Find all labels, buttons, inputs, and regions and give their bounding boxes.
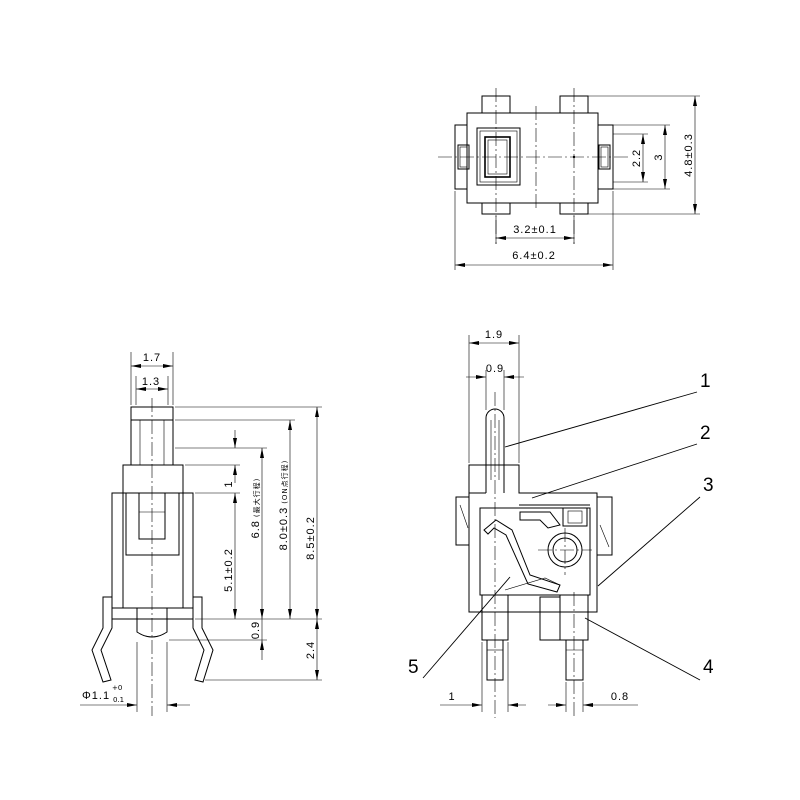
- front-tab-right-detail: [599, 524, 610, 548]
- front-tab-left: [455, 496, 469, 546]
- callout-leader-4: [584, 617, 701, 681]
- side-dim-1-label: 1: [223, 480, 235, 487]
- callout-4: 4: [703, 657, 714, 678]
- front-dim-1-label: 1: [448, 691, 455, 703]
- front-tab-right: [597, 496, 613, 556]
- top-actuator-housing-inner: [479, 130, 518, 183]
- front-dim-0-9-label: 0.9: [486, 363, 504, 375]
- front-terminal-right-lower: [565, 639, 584, 681]
- callout-leader-3: [597, 496, 701, 587]
- front-tab-left-detail: [459, 504, 469, 529]
- callout-leader-2: [531, 443, 698, 499]
- callout-leader-1: [504, 391, 698, 448]
- top-actuator-housing: [476, 127, 521, 186]
- side-pin-tolerance-lower: 0.1: [113, 696, 124, 704]
- side-dim-5-1-label: 5.1±0.2: [223, 548, 235, 592]
- side-view: 1.7 1.3 1 5.1±0.2 6.8 (最大行程) 8.0±0.3 (ON点行…: [80, 352, 322, 716]
- side-dim-8-5-label: 8.5±0.2: [305, 516, 317, 560]
- top-dim-3-2-label: 3.2±0.1: [513, 224, 557, 236]
- side-lead-left: [91, 596, 113, 683]
- side-dim-1-3-label: 1.3: [142, 376, 160, 388]
- side-dim-0-9-label: 0.9: [250, 621, 262, 639]
- front-body-outline: [468, 464, 598, 613]
- front-contact-spring: [504, 577, 561, 591]
- front-inner-cavity: [479, 507, 591, 596]
- front-stopper: [562, 507, 588, 527]
- side-dim-2-4-label: 2.4: [305, 641, 317, 659]
- callout-3: 3: [703, 475, 714, 496]
- side-dim-6-8-note: (最大行程): [252, 478, 261, 517]
- front-leaf-spring: [483, 519, 561, 593]
- side-pin-diameter-label: Φ1.1: [82, 690, 110, 702]
- callout-5: 5: [408, 657, 419, 678]
- front-dim-1-9-label: 1.9: [485, 329, 503, 341]
- callout-1: 1: [700, 371, 711, 392]
- side-dim-6-8-value: 6.8: [250, 520, 262, 538]
- front-dim-0-8-label: 0.8: [611, 691, 629, 703]
- top-dim-4-8-label: 4.8±0.3: [683, 133, 695, 177]
- top-view: 2.2 3 4.8±0.3 3.2±0.1 6.4±0.2: [438, 88, 700, 270]
- side-lead-right: [192, 596, 214, 683]
- side-dim-8-0-label: 8.0±0.3 (ON点行程): [278, 460, 290, 551]
- callout-2: 2: [700, 423, 711, 444]
- top-dim-3-label: 3: [653, 153, 665, 160]
- side-dim-8-0-note: (ON点行程): [280, 460, 289, 504]
- front-view: 1.9 0.9 1 0.8 1 2 3 4 5: [408, 329, 714, 718]
- top-dim-6-4-label: 6.4±0.2: [512, 250, 556, 262]
- side-pin-tolerance-upper: +0: [112, 684, 122, 692]
- callout-leader-5: [422, 576, 511, 679]
- front-stopper-inner: [567, 510, 583, 524]
- top-dim-2-2-label: 2.2: [631, 149, 643, 167]
- side-dim-8-0-value: 8.0±0.3: [278, 507, 290, 551]
- side-dim-1-7-label: 1.7: [143, 352, 161, 364]
- side-dim-6-8-label: 6.8 (最大行程): [250, 478, 262, 539]
- front-contact-lever: [519, 511, 561, 529]
